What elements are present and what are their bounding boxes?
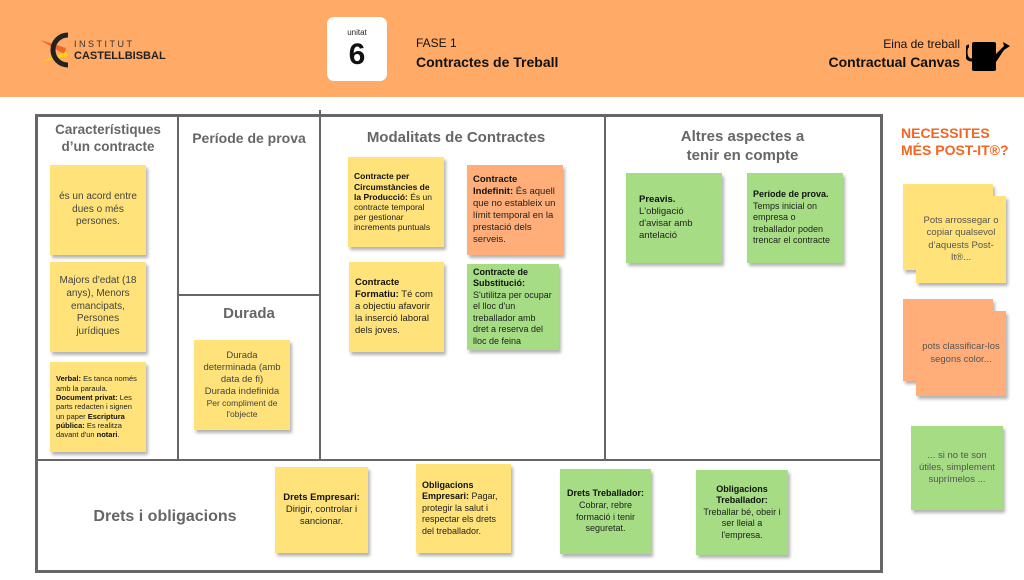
post-it-drets-empresari[interactable]: Drets Empresari: Dirigir, controlar i sa… (275, 467, 368, 553)
post-it-indefinit[interactable]: Contracte Indefinit: És aquell que no es… (467, 165, 563, 255)
phase-title: Contractes de Treball (416, 54, 559, 70)
post-it-formatiu[interactable]: Contracte Formatiu: Té com a objectiu af… (349, 262, 444, 352)
tool-name: Contractual Canvas (828, 54, 960, 70)
logo-line2: CASTELLBISBAL (74, 50, 166, 62)
section-modalitats: Modalitats de Contractes (366, 129, 546, 146)
post-it-durada[interactable]: Durada determinada (amb data de fi)Durad… (194, 340, 290, 430)
note-text: ... si no te son útiles, simplement supr… (918, 449, 996, 486)
note-text: Durada indefinida (204, 386, 280, 398)
logo-mark-icon (40, 32, 69, 68)
post-it-periode-prova[interactable]: Període de prova. Temps inicial on empre… (747, 173, 843, 263)
post-it-substitucio[interactable]: Contracte de Substitució: S'utilitza per… (467, 264, 559, 350)
section-altres-aspectes: Altres aspectes a tenir en compte (680, 128, 805, 164)
note-bold: Contracte de Substitució: (473, 266, 529, 289)
note-bold: Drets Treballador: (566, 488, 645, 499)
side-title-line2: MÉS POST-IT®? (901, 141, 1009, 158)
note-text: Cobrar, rebre formació i tenir seguretat… (575, 499, 636, 534)
note-bold: Període de prova. (753, 189, 829, 200)
note-text: és un acord entre dues o més persones. (59, 190, 137, 228)
note-text: Es tanca només amb la paraula. (56, 374, 137, 393)
note-bold: Document privat: (56, 392, 118, 402)
note-bold: notari (96, 430, 118, 440)
note-bold: Contracte per Circumstàncies de la Produ… (354, 171, 430, 202)
logo-line1: INSTITUT (74, 39, 135, 49)
phase-label: FASE 1 (416, 36, 457, 50)
post-it-capacitat[interactable]: Majors d'edat (18 anys), Menors emancipa… (50, 262, 146, 352)
header: INSTITUT CASTELLBISBAL unitat 6 FASE 1 C… (0, 0, 1024, 97)
post-it-side-yellow[interactable]: Pots arrossegar o copiar qualsevol d’aqu… (916, 196, 1006, 283)
post-it-acord[interactable]: és un acord entre dues o més persones. (50, 165, 146, 255)
note-bold: Verbal: (56, 374, 82, 384)
post-it-obligacions-empresari[interactable]: Obligacions Empresari: Pagar, protegir l… (416, 464, 511, 553)
unit-label: unitat (347, 28, 367, 37)
note-bold: Drets Empresari: (283, 491, 360, 503)
note-text: Les parts redacten i signen un paper (56, 392, 132, 421)
note-text: Es realitza davant d'un (56, 421, 122, 440)
unit-number: 6 (348, 38, 366, 71)
post-it-side-orange[interactable]: pots classificar-los segons color... (916, 311, 1006, 396)
note-bold: Contracte Formatiu: (355, 276, 400, 300)
section-periode-prova: Període de prova (192, 130, 306, 146)
note-text: És un contracte temporal per gestionar i… (354, 191, 432, 233)
tool-label: Eina de treball (883, 37, 960, 51)
note-text: S'utilitza per ocupar el lloc d'un treba… (473, 289, 552, 346)
note-text: Pots arrossegar o copiar qualsevol d’aqu… (923, 215, 999, 263)
note-text: pots classificar-los segons color... (922, 341, 1000, 365)
note-text: És aquell que no estableix un límit temp… (473, 185, 556, 246)
note-bold: Escriptura pública: (56, 411, 125, 431)
note-bold: Obligacions Treballador: (716, 483, 768, 506)
note-text: Majors d'edat (18 anys), Menors emancipa… (59, 275, 137, 338)
post-it-circumstancies[interactable]: Contracte per Circumstàncies de la Produ… (348, 157, 444, 247)
post-it-drets-treballador[interactable]: Drets Treballador: Cobrar, rebre formaci… (560, 469, 651, 554)
note-bold: Preavis. (639, 193, 676, 205)
note-text: Durada determinada (amb data de fi) (203, 349, 281, 386)
institut-logo: INSTITUT CASTELLBISBAL (38, 32, 168, 68)
note-text: Pagar, protegir la salut i respectar els… (422, 491, 498, 536)
watering-can-icon (966, 42, 1010, 71)
section-caracteristiques: Característiques d’un contracte (55, 122, 161, 154)
note-text: L'obligació d'avisar amb antelació (639, 205, 693, 242)
note-text: Té com a objectiu afavorir la inserció l… (355, 288, 433, 337)
note-text: Temps inicial on empresa o treballador p… (753, 200, 831, 246)
note-text: . (117, 430, 120, 440)
note-bold: Obligacions Empresari: (422, 479, 474, 502)
note-text: Per compliment de l'objecte (206, 398, 278, 420)
note-text: Dirigir, controlar i sancionar. (285, 503, 358, 528)
section-durada: Durada (223, 305, 275, 322)
post-it-obligacions-treballador[interactable]: Obligacions Treballador: Treballar bé, o… (696, 470, 788, 555)
post-it-forma[interactable]: Verbal: Es tanca només amb la paraula. D… (50, 362, 146, 452)
post-it-side-green[interactable]: ... si no te son útiles, simplement supr… (911, 426, 1003, 510)
note-bold: Contracte Indefinit: (473, 173, 518, 197)
post-it-preavis[interactable]: Preavis. L'obligació d'avisar amb antela… (626, 173, 722, 263)
section-drets-obligacions: Drets i obligacions (93, 508, 237, 525)
unit-badge: unitat 6 (327, 17, 387, 81)
side-title-line1: NECESSITES (901, 125, 990, 141)
note-text: Treballar bé, obeir i ser lleial a l'emp… (703, 506, 781, 540)
